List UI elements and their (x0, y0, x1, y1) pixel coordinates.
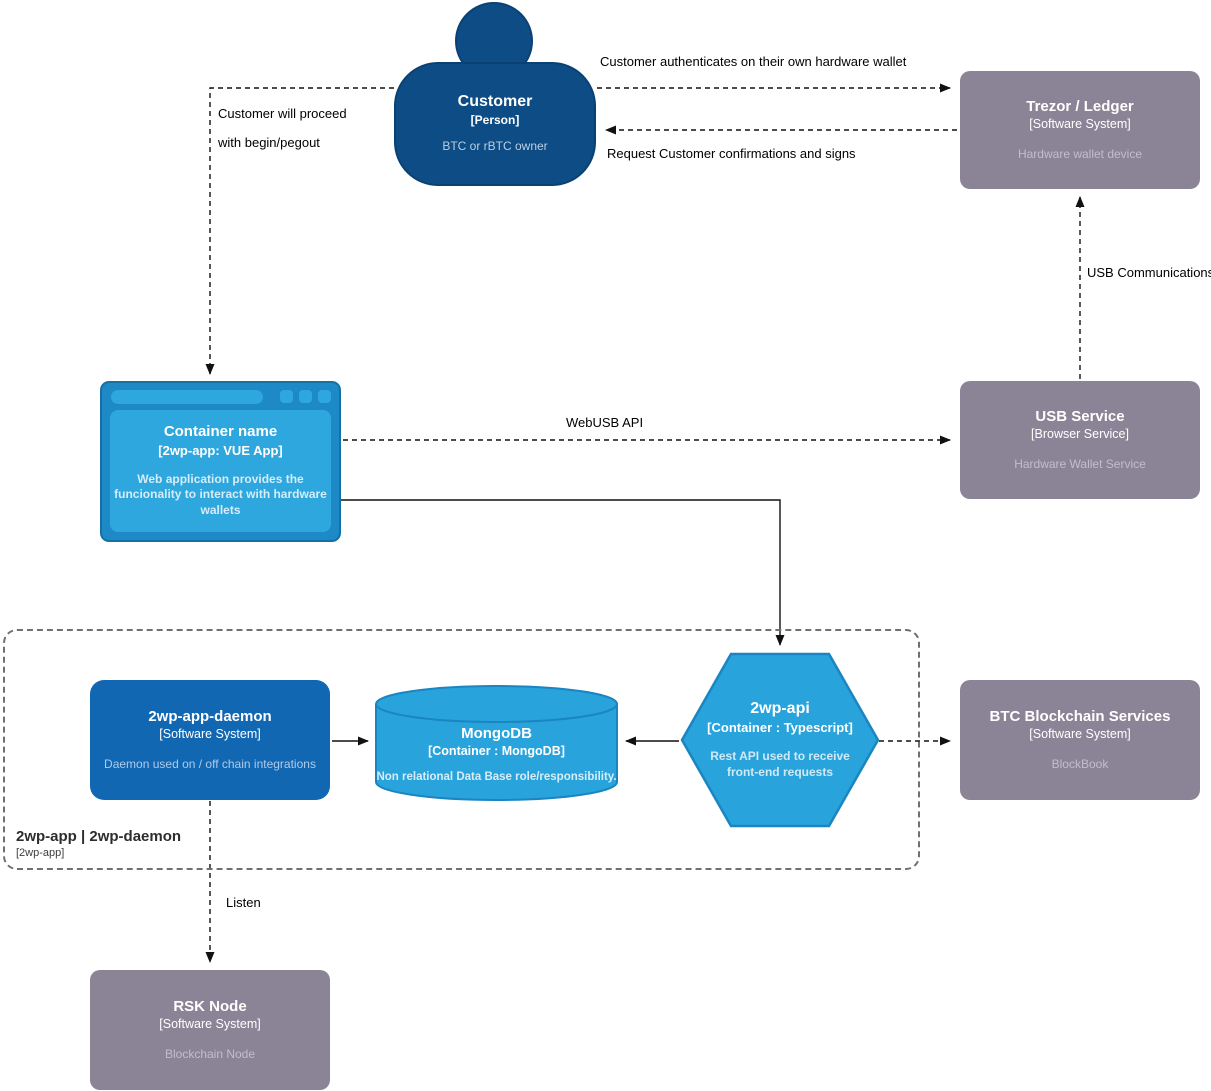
node-title: Container name (163, 423, 278, 441)
node-2wp-api[interactable]: 2wp-api [Container : Typescript] Rest AP… (680, 652, 880, 828)
node-trezor-ledger[interactable]: Trezor / Ledger [Software System] Hardwa… (960, 71, 1200, 189)
node-desc: Daemon used on / off chain integrations (104, 756, 316, 771)
node-title: MongoDB (461, 724, 532, 742)
node-meta: [Container : Typescript] (707, 720, 853, 736)
edge-label-proceed-line2: with begin/pegout (218, 135, 320, 150)
node-rsk-node[interactable]: RSK Node [Software System] Blockchain No… (90, 970, 330, 1090)
node-customer[interactable]: Customer [Person] BTC or rBTC owner (394, 62, 596, 186)
node-meta: [Software System] (1029, 726, 1131, 741)
node-meta: [Browser Service] (1031, 426, 1129, 441)
node-title: RSK Node (173, 997, 247, 1015)
node-meta: [Software System] (159, 726, 261, 741)
node-meta: [2wp-app: VUE App] (158, 442, 283, 458)
node-meta: [Software System] (159, 1016, 261, 1031)
boundary-meta: [2wp-app] (16, 847, 65, 859)
edge-label-usb-communications: USB Communications (1087, 265, 1211, 280)
node-desc: Web application provides the funcionalit… (114, 471, 327, 517)
node-title: USB Service (1035, 407, 1125, 425)
node-title: 2wp-api (750, 699, 810, 717)
edge-label-proceed-line1: Customer will proceed (218, 106, 347, 121)
node-desc: BlockBook (1051, 756, 1109, 771)
cylinder-text: MongoDB [Container : MongoDB] Non relati… (374, 684, 619, 802)
edge-label-webusb: WebUSB API (566, 415, 644, 430)
edge-label-authenticates: Customer authenticates on their own hard… (600, 54, 907, 69)
node-desc: Hardware Wallet Service (1014, 456, 1146, 471)
node-webapp-container[interactable]: Container name [2wp-app: VUE App] Web ap… (100, 381, 341, 542)
browser-button-icon (299, 390, 312, 403)
node-desc: Non relational Data Base role/responsibi… (376, 771, 617, 784)
hexagon-icon (680, 652, 880, 828)
node-desc: Hardware wallet device (1017, 146, 1143, 161)
node-btc-blockchain-services[interactable]: BTC Blockchain Services [Software System… (960, 680, 1200, 800)
node-title: Trezor / Ledger (1026, 97, 1134, 115)
hexagon-text: 2wp-api [Container : Typescript] Rest AP… (680, 652, 880, 828)
node-2wp-app-daemon[interactable]: 2wp-app-daemon [Software System] Daemon … (90, 680, 330, 800)
browser-button-icon (318, 390, 331, 403)
node-usb-service[interactable]: USB Service [Browser Service] Hardware W… (960, 381, 1200, 499)
browser-content-panel: Container name [2wp-app: VUE App] Web ap… (110, 410, 331, 532)
browser-button-icon (280, 390, 293, 403)
boundary-title: 2wp-app | 2wp-daemon (16, 828, 182, 845)
boundary-label: 2wp-app | 2wp-daemon [2wp-app] (16, 828, 181, 859)
browser-addressbar-icon (111, 390, 263, 404)
node-title: 2wp-app-daemon (148, 707, 272, 725)
node-mongodb[interactable]: MongoDB [Container : MongoDB] Non relati… (374, 684, 619, 802)
cylinder-icon (375, 684, 618, 802)
browser-window-buttons-icon (280, 390, 331, 403)
node-title: BTC Blockchain Services (989, 707, 1171, 725)
edge-label-confirmations: Request Customer confirmations and signs (607, 146, 856, 161)
node-desc: Rest API used to receive front-end reque… (710, 749, 850, 779)
edge-label-listen: Listen (226, 895, 261, 910)
node-meta: [Container : MongoDB] (428, 744, 565, 759)
node-meta: [Person] (470, 113, 520, 128)
edge-customer-webapp[interactable] (205, 87, 394, 375)
node-meta: [Software System] (1029, 116, 1131, 131)
edge-webapp-api[interactable] (341, 499, 785, 646)
node-desc: BTC or rBTC owner (442, 139, 548, 154)
boundary-2wp-app[interactable]: 2wp-app | 2wp-daemon [2wp-app] (3, 629, 920, 870)
node-desc: Blockchain Node (164, 1046, 256, 1061)
node-title: Customer (457, 93, 533, 110)
